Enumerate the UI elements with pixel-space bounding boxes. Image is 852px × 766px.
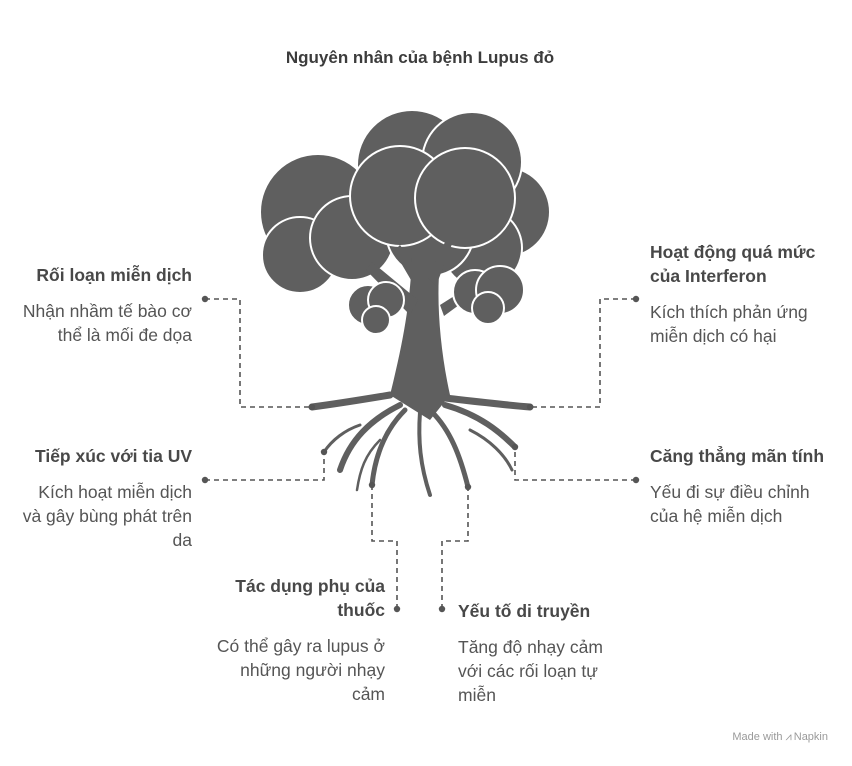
cause-title: Hoạt động quá mức của Interferon (650, 242, 816, 286)
cause-drug-side-effects: Tác dụng phụ của thuốc Có thể gây ra lup… (205, 574, 385, 706)
connector-uv (205, 452, 325, 481)
connector-thuoc (371, 485, 398, 609)
connector-interferon (530, 298, 636, 408)
cause-title: Căng thẳng mãn tính (650, 446, 825, 466)
diagram-title: Nguyên nhân của bệnh Lupus đỏ (285, 48, 555, 67)
napkin-logo-icon: ⩘ (785, 731, 792, 743)
cause-title: Tác dụng phụ của thuốc (235, 576, 385, 620)
connectors (205, 298, 636, 609)
cause-description: Kích hoạt miễn dịch và gây bùng phát trê… (22, 482, 192, 550)
cause-immune-disorder: Rối loạn miễn dịch Nhận nhầm tế bào cơ t… (20, 263, 192, 347)
cause-description: Kích thích phản ứng miễn dịch có hại (650, 302, 808, 346)
napkin-brand: Napkin (793, 731, 828, 743)
connector-di-truyen (441, 487, 469, 609)
cause-description: Có thể gây ra lupus ở những người nhạy c… (216, 636, 385, 704)
branch-tufts (347, 265, 525, 335)
tree-canopy (259, 109, 551, 294)
connector-dots (201, 295, 640, 613)
cause-title: Rối loạn miễn dịch (36, 265, 192, 285)
tree-roots (308, 391, 534, 497)
cause-uv-exposure: Tiếp xúc với tia UV Kích hoạt miễn dịch … (20, 444, 192, 552)
cause-description: Nhận nhầm tế bào cơ thể là mối đe dọa (22, 301, 192, 345)
cause-chronic-stress: Căng thẳng mãn tính Yếu đi sự điều chỉnh… (650, 444, 830, 528)
connector-roi-loan (205, 298, 312, 408)
cause-interferon-overactivity: Hoạt động quá mức của Interferon Kích th… (650, 240, 820, 348)
made-with-napkin: Made with⩘Napkin (732, 731, 828, 744)
cause-genetic-factors: Yếu tố di truyền Tăng độ nhạy cảm với cá… (458, 599, 628, 707)
cause-title: Yếu tố di truyền (458, 601, 591, 621)
made-with-label: Made with (732, 731, 783, 743)
cause-description: Tăng độ nhạy cảm với các rối loạn tự miễ… (458, 637, 603, 705)
cause-title: Tiếp xúc với tia UV (34, 446, 192, 466)
connector-cang-thang (514, 447, 636, 481)
cause-description: Yếu đi sự điều chỉnh của hệ miễn dịch (650, 482, 810, 526)
